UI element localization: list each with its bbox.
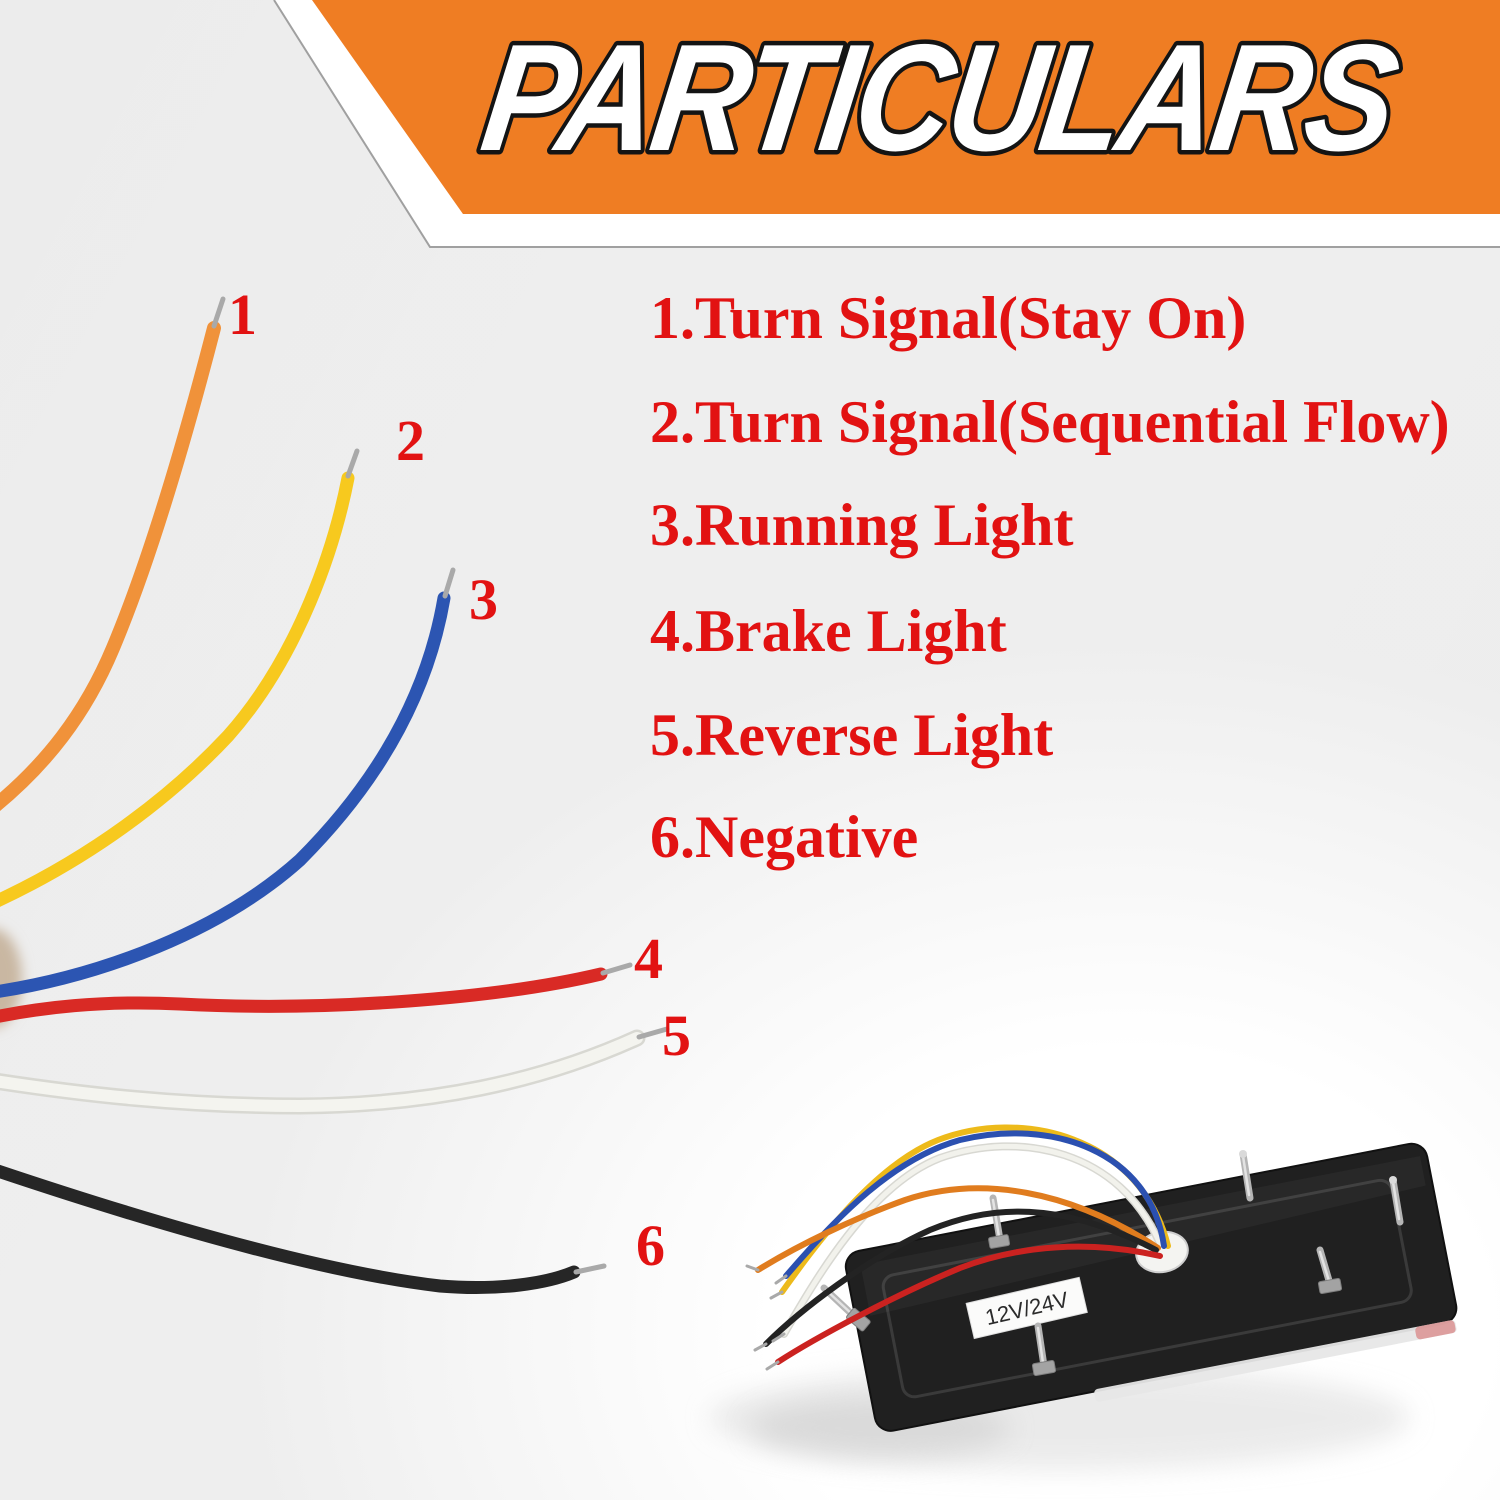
- finger-blur: [0, 929, 22, 1027]
- wire-label-1: 1: [228, 282, 257, 347]
- wire-6-black: [0, 1164, 581, 1294]
- device-wire-tip: [769, 1290, 784, 1300]
- legend-item-6: 6.Negative: [650, 804, 919, 870]
- mounting-stud: [1031, 1322, 1057, 1377]
- wire-3-tip: [442, 567, 456, 599]
- mounting-stud: [1239, 1150, 1254, 1202]
- wire-photo: [0, 296, 670, 1294]
- device-wire-tip: [765, 1360, 780, 1371]
- wire-3-blue: [0, 591, 451, 998]
- mounting-stud: [1316, 1246, 1343, 1295]
- wire-1-tip: [211, 296, 226, 329]
- legend-item-5: 5.Reverse Light: [650, 702, 1054, 768]
- legend-item-3: 3.Running Light: [650, 492, 1074, 558]
- banner: PARTICULARS: [273, 0, 1500, 248]
- device-wire-black: [763, 1208, 1159, 1347]
- device-wire-red: [775, 1243, 1163, 1365]
- device-wire-orange: [755, 1185, 1161, 1273]
- lens-strip-red: [1415, 1320, 1456, 1340]
- legend-item-1: 1.Turn Signal(Stay On): [650, 285, 1247, 351]
- wire-4-red: [0, 967, 608, 1023]
- mounting-stud: [988, 1194, 1011, 1249]
- device-wire-tip: [745, 1264, 760, 1272]
- device-wire-tip: [774, 1274, 788, 1285]
- wire-5-tip: [636, 1026, 670, 1040]
- wire-1-orange: [0, 321, 221, 811]
- device-harness: [745, 1124, 1171, 1371]
- device-wire-blue: [783, 1130, 1167, 1279]
- device-wire-tip: [753, 1342, 768, 1352]
- wire-6-tip: [573, 1263, 607, 1275]
- housing-recess-outline: [881, 1178, 1413, 1399]
- mounting-studs: [820, 1150, 1404, 1377]
- wire-5-white: [0, 1032, 643, 1113]
- wire-label-6: 6: [636, 1213, 665, 1278]
- device-wire-tip: [771, 1332, 786, 1343]
- wire-label-3: 3: [469, 567, 498, 632]
- wire-label-5: 5: [662, 1003, 691, 1068]
- wire-2-tip: [345, 448, 360, 479]
- tail-light-photo: 12V/24V: [710, 1124, 1458, 1470]
- banner-title: PARTICULARS: [473, 13, 1407, 183]
- wire-2-yellow: [0, 471, 355, 907]
- wire-4-tip: [600, 962, 633, 976]
- legend-item-2: 2.Turn Signal(Sequential Flow): [650, 389, 1450, 455]
- wire-label-4: 4: [634, 926, 663, 991]
- banner-orange-shape: [312, 0, 1500, 214]
- banner-edge-line: [273, 0, 1500, 248]
- lens-strip: [1094, 1320, 1457, 1402]
- device-wire-white: [781, 1143, 1163, 1337]
- mounting-stud: [1389, 1176, 1404, 1226]
- wire-label-2: 2: [396, 408, 425, 473]
- legend-item-4: 4.Brake Light: [650, 598, 1007, 664]
